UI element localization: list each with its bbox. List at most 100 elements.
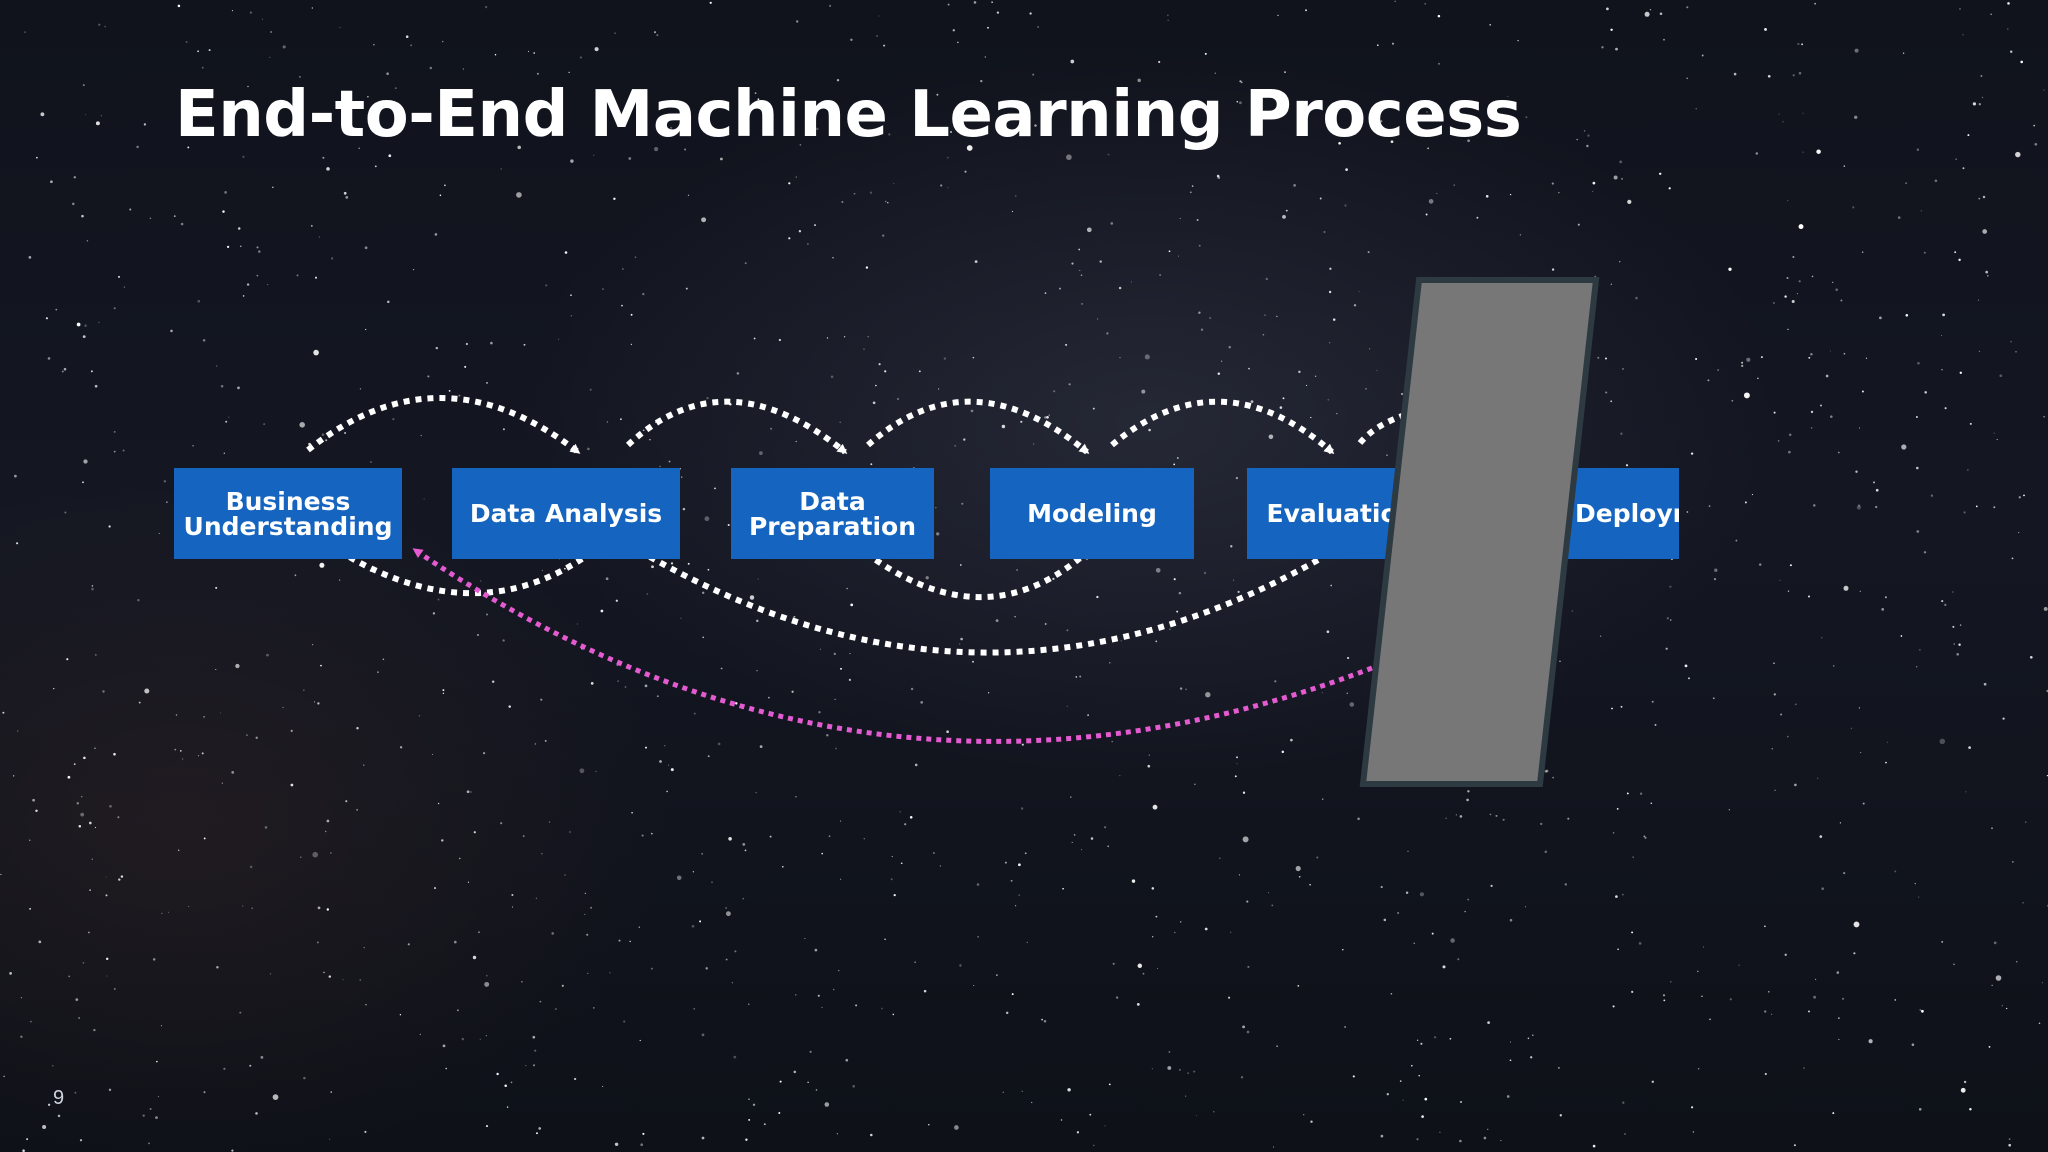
star (173, 215, 176, 217)
star (113, 987, 116, 990)
star (1527, 1037, 1530, 1040)
star (757, 98, 760, 101)
star (1179, 217, 1181, 219)
step-business-understanding[interactable]: Business Understanding (174, 468, 402, 559)
star (832, 124, 835, 128)
star (1198, 311, 1201, 314)
star (1902, 52, 1905, 54)
star (1380, 885, 1383, 889)
star (222, 210, 225, 213)
star (914, 763, 918, 767)
star (1622, 1101, 1625, 1104)
star (364, 1130, 367, 1133)
star (215, 586, 218, 589)
star (1764, 925, 1766, 928)
star (621, 304, 623, 307)
star (80, 795, 83, 798)
star (1209, 317, 1212, 320)
star (1524, 906, 1527, 908)
star (979, 101, 982, 104)
star (1459, 1100, 1463, 1104)
star (890, 878, 893, 881)
star (461, 1037, 465, 1041)
star (717, 742, 721, 746)
star (1110, 222, 1114, 225)
star (1168, 1050, 1171, 1053)
star (508, 705, 511, 708)
star (1119, 775, 1121, 777)
star (506, 1106, 509, 1108)
star (1995, 975, 2002, 981)
star (118, 878, 121, 881)
star (1915, 416, 1918, 418)
star (1119, 356, 1121, 359)
star (1141, 389, 1146, 394)
star (1169, 628, 1171, 631)
step-data-analysis[interactable]: Data Analysis (452, 468, 680, 559)
star (235, 663, 240, 669)
star (1321, 798, 1324, 800)
star (1586, 144, 1589, 148)
star (756, 669, 758, 672)
star (1020, 420, 1023, 423)
star (754, 92, 757, 94)
star (1838, 1017, 1840, 1019)
star (364, 246, 368, 250)
star (1798, 71, 1802, 75)
star (1037, 26, 1039, 28)
arrow-evaluation-to-deployment (1357, 412, 1406, 445)
star (1620, 705, 1623, 708)
star (502, 428, 505, 431)
star (1344, 1026, 1346, 1028)
star (1276, 1045, 1278, 1047)
star (1631, 990, 1634, 994)
star (319, 562, 325, 568)
star (444, 184, 446, 187)
star (1900, 635, 1903, 637)
star (1298, 370, 1301, 374)
star (1786, 276, 1789, 280)
star (500, 168, 503, 170)
star (149, 217, 152, 220)
star (2012, 861, 2014, 863)
star (1109, 662, 1111, 664)
star (561, 984, 564, 987)
star (609, 972, 611, 974)
star (1219, 857, 1221, 860)
star (74, 1091, 77, 1094)
star (950, 131, 952, 133)
star (1018, 863, 1021, 867)
gray-parallelogram-overlay[interactable] (1359, 277, 1600, 787)
star (1959, 371, 1963, 375)
star (963, 438, 966, 441)
star (1605, 357, 1607, 360)
star (1005, 1011, 1009, 1015)
star (1506, 1095, 1510, 1098)
step-data-preparation[interactable]: Data Preparation (731, 468, 934, 559)
star (399, 1014, 402, 1016)
star (1502, 818, 1505, 821)
star (1916, 148, 1920, 151)
star (1965, 791, 1967, 793)
star (313, 349, 319, 356)
star (602, 1085, 604, 1087)
star (1865, 357, 1868, 359)
star (1787, 735, 1789, 738)
star (453, 940, 457, 944)
star (1358, 290, 1360, 292)
step-modeling[interactable]: Modeling (990, 468, 1194, 559)
star (1592, 181, 1596, 185)
star (510, 1081, 513, 1084)
star (1217, 176, 1221, 179)
star (904, 823, 907, 826)
star (1939, 738, 1946, 745)
star (1802, 112, 1804, 114)
star (899, 811, 901, 813)
star (613, 197, 616, 201)
star (431, 753, 433, 755)
star (142, 1114, 145, 1117)
star (223, 452, 226, 454)
star (818, 711, 821, 714)
star (1455, 814, 1458, 816)
